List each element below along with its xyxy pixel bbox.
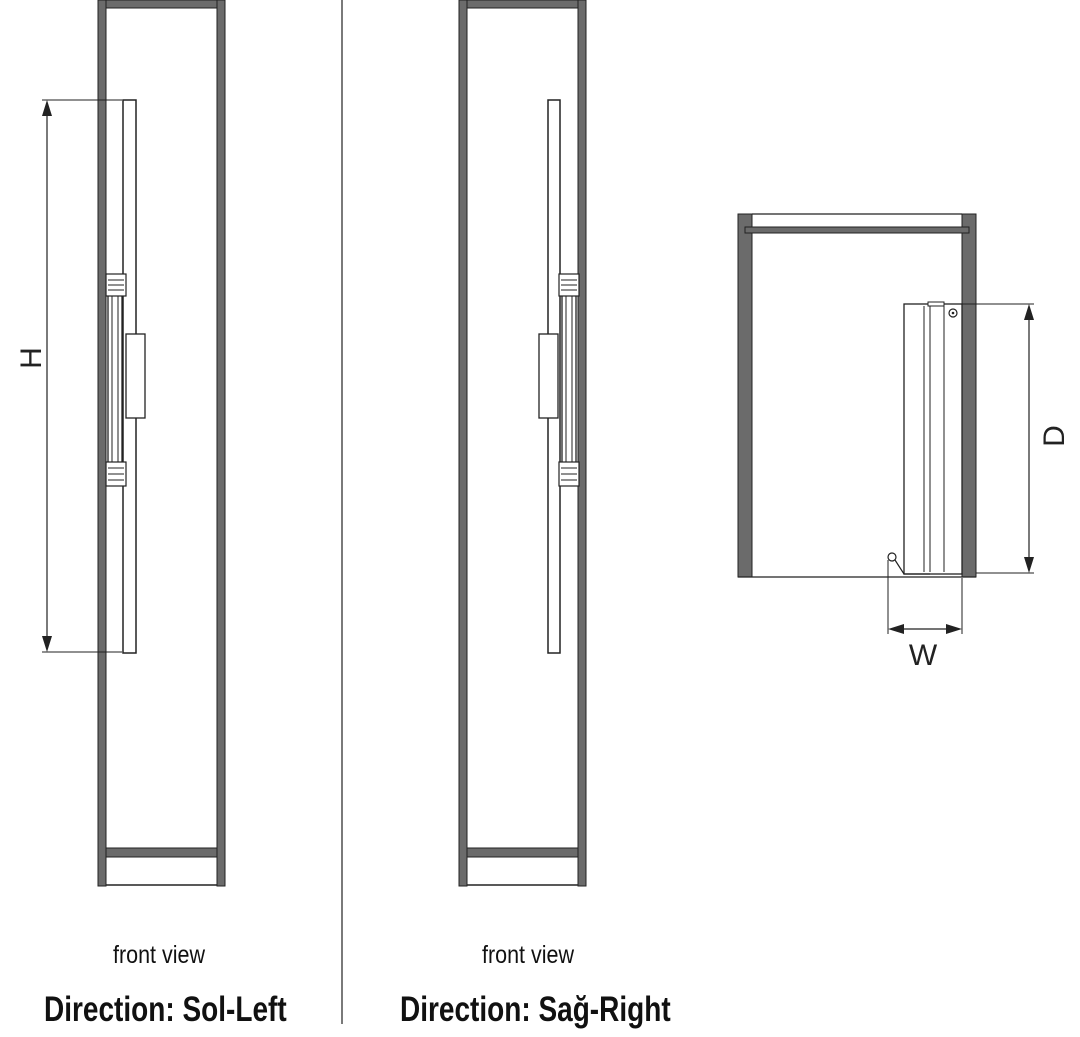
cabinet-bottom-shelf — [105, 847, 218, 858]
arrow-down-icon — [42, 636, 52, 652]
top-view-left-panel — [737, 213, 753, 578]
top-view-hinge-icon — [887, 552, 897, 562]
cabinet-front-view-left — [97, 0, 226, 887]
dimension-label-w: W — [909, 639, 938, 672]
pullout-mount-plate — [538, 333, 559, 419]
pullout-rail — [107, 277, 123, 486]
cabinet-top-view: D W — [737, 213, 1071, 672]
dimension-depth: D — [946, 303, 1071, 574]
pullout-rail — [561, 277, 577, 486]
caption-direction-right: Direction: Sağ-Right — [400, 990, 671, 1029]
top-view-right-panel — [961, 213, 977, 578]
cabinet-bottom-shelf — [466, 847, 579, 858]
top-view-back-panel — [744, 226, 970, 234]
arrow-left-icon — [888, 624, 904, 634]
top-view-pullout-body — [903, 303, 963, 575]
arrow-up-icon — [1024, 304, 1034, 320]
cabinet-right-side-panel — [216, 0, 226, 887]
pullout-mount-plate — [125, 333, 146, 419]
dimension-label-d: D — [1038, 425, 1071, 447]
cabinet-left-side-panel — [458, 0, 468, 887]
cabinet-front-view-right — [458, 0, 587, 887]
arrow-right-icon — [946, 624, 962, 634]
cabinet-top-shelf — [466, 0, 579, 9]
cabinet-right-side-panel — [577, 0, 587, 887]
arrow-down-icon — [1024, 557, 1034, 573]
cabinet-left-side-panel — [97, 0, 107, 887]
dimension-height: H — [15, 99, 122, 653]
caption-front-view-right: front view — [482, 941, 575, 969]
caption-direction-left: Direction: Sol-Left — [44, 990, 287, 1029]
arrow-up-icon — [42, 100, 52, 116]
dimension-label-h: H — [15, 347, 48, 369]
cabinet-top-shelf — [105, 0, 218, 9]
caption-front-view-left: front view — [113, 941, 206, 969]
dimension-width: W — [887, 560, 963, 672]
